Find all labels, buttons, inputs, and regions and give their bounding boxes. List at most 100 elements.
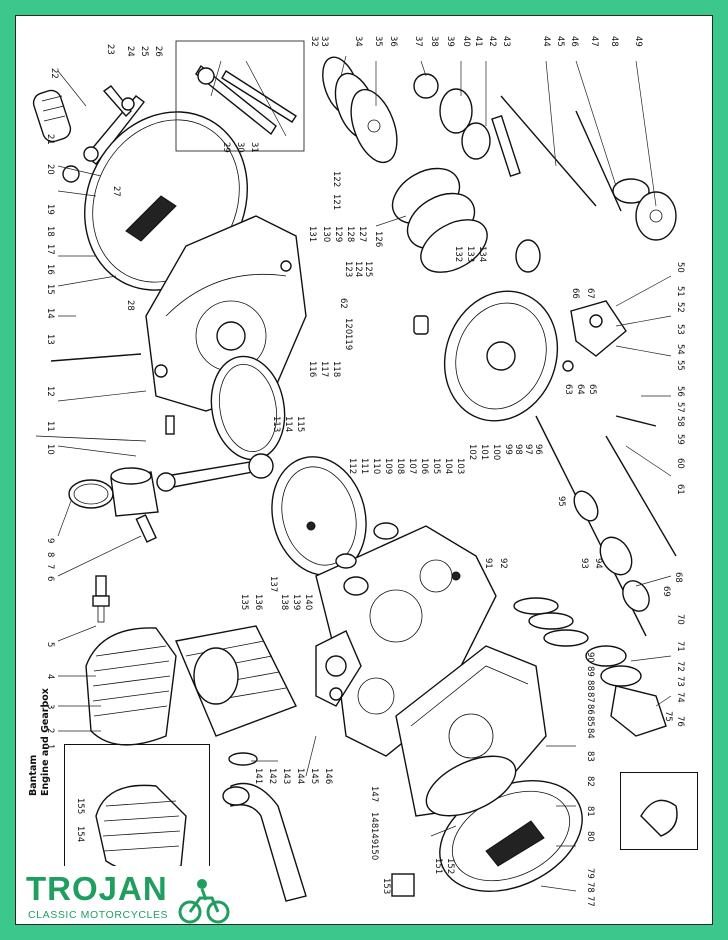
flywheel-assembly (210, 355, 367, 576)
callout-92: 92 (498, 558, 508, 569)
callout-108: 108 (395, 458, 405, 474)
callout-35: 35 (373, 36, 383, 47)
callout-62: 62 (338, 298, 348, 309)
callout-29: 29 (221, 142, 231, 153)
callout-46: 46 (569, 36, 579, 47)
callout-70: 70 (675, 614, 685, 625)
callout-100: 100 (491, 444, 501, 460)
callout-23: 23 (105, 44, 115, 55)
callout-129: 129 (333, 226, 343, 242)
callout-114: 114 (283, 416, 293, 432)
callout-79: 79 (585, 868, 595, 879)
callout-99: 99 (503, 444, 513, 455)
callout-96: 96 (533, 444, 543, 455)
callout-54: 54 (675, 344, 685, 355)
callout-109: 109 (383, 458, 393, 474)
callout-9: 9 (45, 538, 55, 543)
callout-24: 24 (125, 46, 135, 57)
callouts-centre: 101 102 103 104 105 106 107 108 109 110 … (75, 171, 489, 894)
callout-17: 17 (45, 244, 55, 255)
callout-13: 13 (45, 334, 55, 345)
callout-40: 40 (461, 36, 471, 47)
logo-wordmark: TROJAN (26, 870, 168, 907)
callout-124: 124 (353, 261, 363, 277)
callout-25: 25 (139, 46, 149, 57)
callout-153: 153 (381, 878, 391, 894)
callout-102: 102 (467, 444, 477, 460)
callout-76: 76 (675, 716, 685, 727)
callout-5: 5 (45, 642, 55, 647)
callout-122: 122 (331, 171, 341, 187)
callout-152: 152 (445, 858, 455, 874)
callout-136: 136 (253, 594, 263, 610)
callout-38: 38 (429, 36, 439, 47)
callout-19: 19 (45, 204, 55, 215)
callout-113: 113 (271, 416, 281, 432)
callout-36: 36 (388, 36, 398, 47)
callout-59: 59 (675, 434, 685, 445)
callout-140: 140 (303, 594, 313, 610)
callouts-left: 22 21 20 19 18 17 16 15 14 13 12 11 10 9… (45, 68, 59, 749)
callout-14: 14 (45, 308, 55, 319)
piston-and-rings (68, 467, 159, 543)
callout-74: 74 (675, 692, 685, 703)
callouts-top: 23 24 25 26 27 28 29 30 31 32 33 34 35 3… (105, 36, 643, 311)
callout-37: 37 (413, 36, 423, 47)
callout-7: 7 (45, 564, 55, 569)
small-parts-centre (165, 315, 429, 701)
callout-88: 88 (585, 680, 595, 691)
callout-2: 2 (45, 728, 55, 733)
magneto-cover (425, 755, 583, 893)
callout-146: 146 (323, 768, 333, 784)
callout-53: 53 (675, 324, 685, 335)
callout-55: 55 (675, 360, 685, 371)
callout-137: 137 (268, 576, 278, 592)
callout-44: 44 (541, 36, 551, 47)
motorcycle-icon (178, 879, 230, 924)
trojan-logo: TROJAN CLASSIC MOTORCYCLES (18, 866, 232, 924)
callout-141: 141 (253, 768, 263, 784)
callouts-right: 50 51 52 53 54 55 56 57 58 59 60 61 62 6… (338, 262, 685, 907)
callout-63: 63 (563, 384, 573, 395)
callout-65: 65 (587, 384, 597, 395)
callout-10: 10 (45, 444, 55, 455)
top-inset-parts (175, 40, 305, 152)
callout-89: 89 (585, 666, 595, 677)
callout-16: 16 (45, 264, 55, 275)
exhaust-pipe (222, 752, 307, 902)
callout-3: 3 (45, 704, 55, 709)
callout-78: 78 (585, 882, 595, 893)
callout-42: 42 (487, 36, 497, 47)
callout-18: 18 (45, 226, 55, 237)
callout-125: 125 (363, 261, 373, 277)
callout-127: 127 (357, 226, 367, 242)
leader-lines (57, 55, 672, 892)
logo-subtitle: CLASSIC MOTORCYCLES (28, 909, 169, 921)
callout-126: 126 (373, 231, 383, 247)
callout-75: 75 (663, 711, 673, 722)
callout-51: 51 (675, 286, 685, 297)
callout-27: 27 (111, 186, 121, 197)
callout-47: 47 (589, 36, 599, 47)
callout-86: 86 (585, 704, 595, 715)
callout-123: 123 (343, 261, 353, 277)
gear-selector (562, 300, 627, 372)
callout-155: 155 (75, 798, 85, 814)
callout-71: 71 (675, 641, 685, 652)
callout-142: 142 (267, 768, 277, 784)
exploded-view-drawing: 22 21 20 19 18 17 16 15 14 13 12 11 10 9… (32, 36, 685, 907)
callout-87: 87 (585, 692, 595, 703)
callout-41: 41 (473, 36, 483, 47)
callout-21: 21 (45, 134, 55, 145)
callout-85: 85 (585, 716, 595, 727)
callout-115: 115 (295, 416, 305, 432)
callout-133: 133 (465, 246, 475, 262)
callout-30: 30 (235, 142, 245, 153)
callout-118: 118 (331, 361, 341, 377)
callout-112: 112 (347, 458, 357, 474)
callout-22: 22 (49, 68, 59, 79)
callout-128: 128 (345, 226, 355, 242)
callout-66: 66 (570, 288, 580, 299)
callout-58: 58 (675, 416, 685, 427)
callout-80: 80 (585, 831, 595, 842)
